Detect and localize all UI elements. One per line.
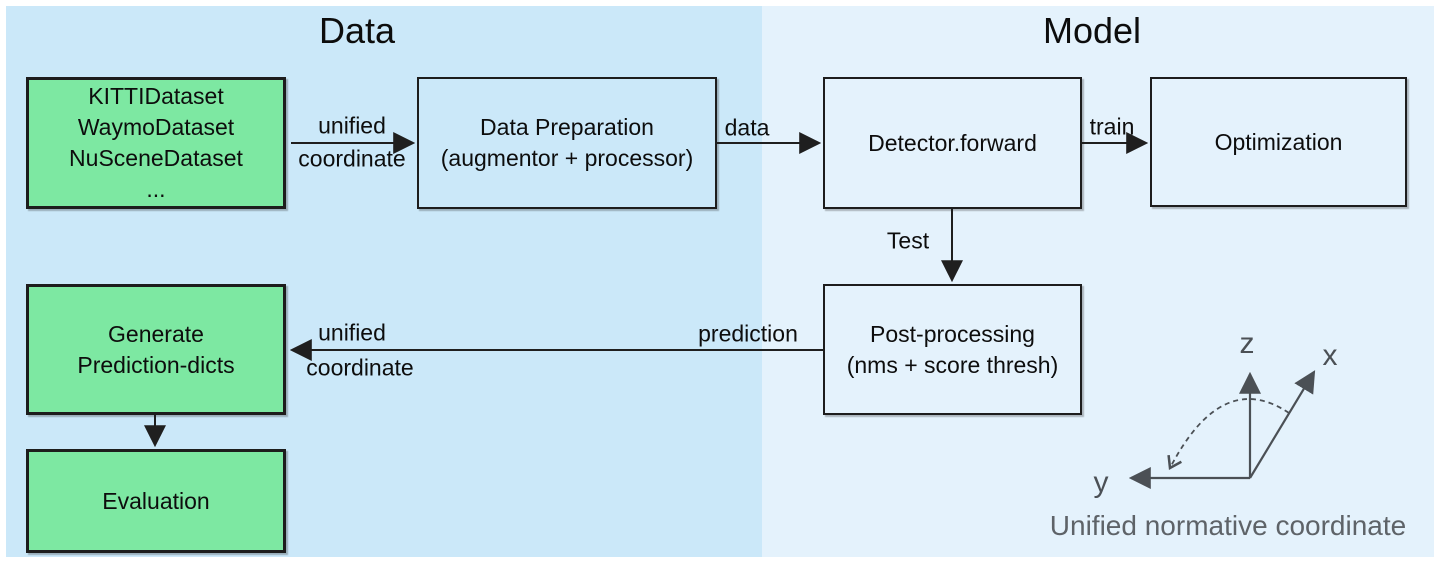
node-line: Prediction-dicts [77, 351, 235, 378]
node-line: WaymoDataset [77, 114, 235, 140]
node-evaluation: Evaluation [26, 449, 286, 553]
edge-label-unified-in: unified [318, 112, 386, 139]
edge-label-unified-out: unified [318, 319, 386, 346]
x-axis-label: x [1322, 339, 1338, 372]
node-line: Generate [108, 320, 204, 347]
y-axis-label: y [1093, 466, 1109, 499]
node-detector-forward: Detector.forward [823, 77, 1082, 209]
node-line: Detector.forward [868, 129, 1037, 156]
node-post-processing: Post-processing (nms + score thresh) [823, 284, 1082, 415]
edge-label-coordinate-out: coordinate [306, 354, 414, 381]
node-line: NuSceneDataset [69, 145, 243, 171]
node-line: Evaluation [102, 487, 210, 514]
node-line: (augmentor + processor) [440, 145, 694, 171]
node-line: KITTIDataset [88, 83, 224, 109]
model-section-background [762, 6, 1434, 557]
model-section-title: Model [1042, 10, 1142, 51]
node-generate-prediction-dicts: Generate Prediction-dicts [26, 284, 286, 415]
edge-label-prediction: prediction [698, 320, 798, 347]
node-data-preparation: Data Preparation (augmentor + processor) [417, 77, 717, 209]
data-section-title: Data [318, 10, 396, 51]
node-optimization: Optimization [1150, 77, 1407, 207]
axes-caption: Unified normative coordinate [1049, 510, 1407, 541]
edge-label-coordinate-in: coordinate [298, 145, 406, 172]
edge-label-train: train [1089, 113, 1135, 140]
z-axis-label: z [1239, 327, 1255, 360]
edge-label-test: Test [886, 227, 930, 254]
node-line: Data Preparation [480, 114, 654, 140]
node-datasets: KITTIDataset WaymoDataset NuSceneDataset… [26, 77, 286, 209]
node-line: (nms + score thresh) [846, 351, 1059, 378]
edge-label-data: data [724, 114, 770, 141]
node-line: Optimization [1214, 128, 1343, 155]
node-line: ... [146, 176, 166, 202]
node-line: Post-processing [870, 320, 1035, 347]
